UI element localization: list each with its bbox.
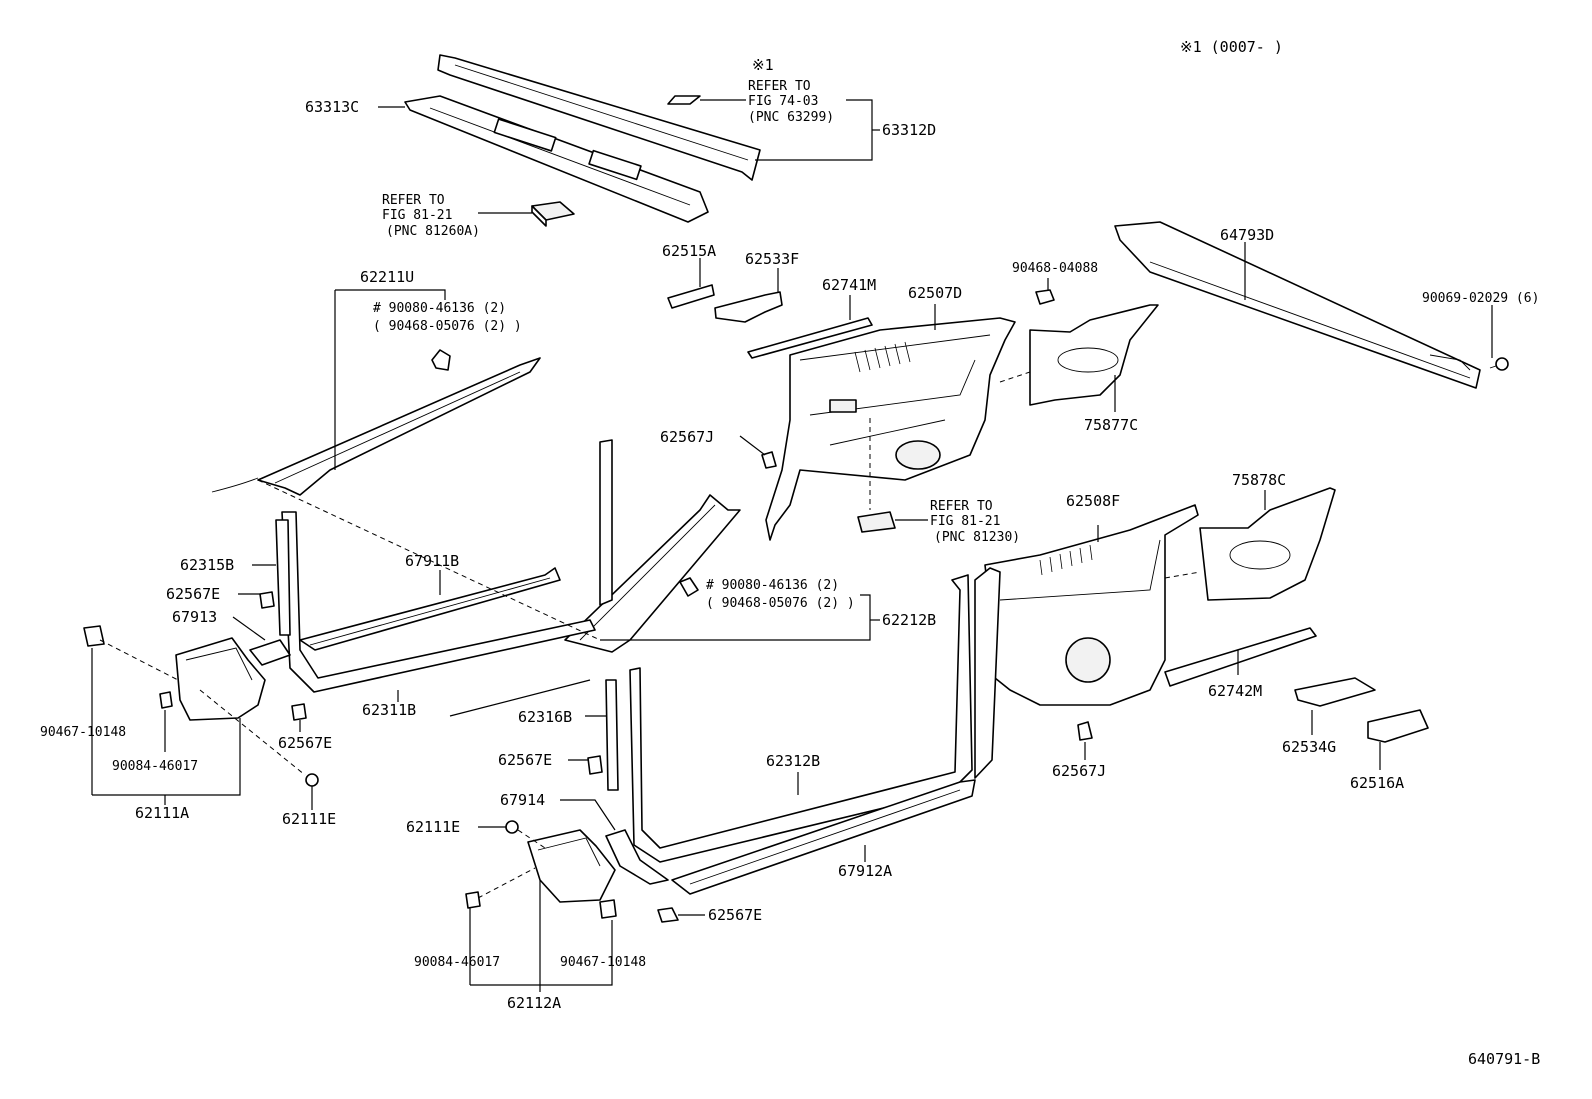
clip-62567e-b	[291, 703, 307, 721]
clip-62567e-d	[657, 907, 679, 923]
label-62212b-sub2: ( 90468-05076 (2) )	[706, 596, 855, 611]
refer-a-tag-shape	[667, 95, 746, 105]
label-62741m: 62741M	[822, 276, 876, 294]
label-62567j-upper: 62567J	[660, 428, 714, 446]
note-range: ※1 (0007- )	[1180, 38, 1283, 56]
label-90467-10148-b: 90467-10148	[560, 955, 646, 970]
refer-a-line1: REFER TO	[748, 79, 811, 94]
label-90467-10148-a: 90467-10148	[40, 725, 126, 740]
clip-62567j-lower	[1077, 721, 1093, 741]
bracket-62533f	[714, 291, 783, 323]
refer-a-line3: (PNC 63299)	[748, 110, 834, 125]
refer-c-line1: REFER TO	[930, 499, 993, 514]
label-62516a: 62516A	[1350, 774, 1404, 792]
clip-90468-04088	[1035, 289, 1055, 305]
refer-a-line2: FIG 74-03	[748, 94, 818, 109]
bracket-62534g	[1294, 677, 1376, 707]
clip-90467-10148-b	[599, 899, 617, 919]
front-pillar-62211u	[257, 349, 541, 496]
rail-64793d	[1114, 221, 1481, 389]
trim-67914	[605, 829, 669, 885]
weatherstrip-62312b	[629, 567, 1001, 863]
refer-b-line3: (PNC 81260A)	[386, 224, 480, 239]
roof-rail-63313c	[404, 95, 709, 223]
bracket-62516a	[1367, 709, 1429, 743]
label-62315b: 62315B	[180, 556, 234, 574]
label-63313c: 63313C	[305, 98, 359, 116]
label-67914: 67914	[500, 791, 545, 809]
figure-code: 640791-B	[1468, 1050, 1540, 1068]
trim-67913	[249, 639, 291, 666]
label-62312b: 62312B	[766, 752, 820, 770]
strip-62315b	[275, 519, 291, 636]
label-62111e-b: 62111E	[406, 818, 460, 836]
label-62534g: 62534G	[1282, 738, 1336, 756]
scuff-plate-67912a	[671, 779, 976, 895]
note-star: ※1	[752, 56, 774, 74]
label-67913: 67913	[172, 608, 217, 626]
label-62508f: 62508F	[1066, 492, 1120, 510]
clip-62567j-upper	[761, 451, 777, 469]
label-62567e-c: 62567E	[498, 751, 552, 769]
quarter-trim-62507d	[765, 317, 1016, 541]
scuff-plate-67911b	[299, 567, 561, 651]
label-90069-02029: 90069-02029 (6)	[1422, 291, 1539, 306]
label-62567e-a: 62567E	[166, 585, 220, 603]
screw-90069-02029	[1489, 357, 1509, 371]
label-62507d: 62507D	[908, 284, 962, 302]
refer-c-line3: (PNC 81230)	[934, 530, 1020, 545]
panel-75877c	[999, 304, 1159, 406]
label-62316b: 62316B	[518, 708, 572, 726]
clip-62567e-a	[259, 591, 275, 609]
strip-62742m	[1164, 627, 1317, 687]
label-62111a: 62111A	[135, 804, 189, 822]
label-67911b: 67911B	[405, 552, 459, 570]
label-62111e-a: 62111E	[282, 810, 336, 828]
label-62211u: 62211U	[360, 268, 414, 286]
label-64793d: 64793D	[1220, 226, 1274, 244]
strip-62316b	[605, 679, 619, 791]
label-67912a: 67912A	[838, 862, 892, 880]
clip-90084-46017-b	[465, 891, 481, 909]
label-62311b: 62311B	[362, 701, 416, 719]
label-63312d: 63312D	[882, 121, 936, 139]
weatherstrip-62311b	[281, 439, 613, 693]
label-62567e-d: 62567E	[708, 906, 762, 924]
refer-b-line1: REFER TO	[382, 193, 445, 208]
label-62212b: 62212B	[882, 611, 936, 629]
label-62211u-sub2: ( 90468-05076 (2) )	[373, 319, 522, 334]
cowl-trim-62112a	[527, 829, 616, 903]
courtesy-lamp-part	[857, 511, 928, 533]
bracket-62515a	[667, 284, 715, 309]
clip-62567e-c	[587, 755, 603, 775]
label-62212b-sub1: # 90080-46136 (2)	[706, 578, 839, 593]
label-62211u-sub1: # 90080-46136 (2)	[373, 301, 506, 316]
label-90084-46017-a: 90084-46017	[112, 759, 198, 774]
refer-b-line2: FIG 81-21	[382, 208, 452, 223]
roof-rail-63312d	[437, 54, 761, 181]
nut-62111e-b	[505, 820, 519, 834]
label-62742m: 62742M	[1208, 682, 1262, 700]
label-62112a: 62112A	[507, 994, 561, 1012]
label-75877c: 75877C	[1084, 416, 1138, 434]
label-75878c: 75878C	[1232, 471, 1286, 489]
label-90468-04088: 90468-04088	[1012, 261, 1098, 276]
clip-90467-10148-a	[83, 625, 105, 647]
label-62567j-lower: 62567J	[1052, 762, 1106, 780]
refer-c-line2: FIG 81-21	[930, 514, 1000, 529]
nut-62111e-a	[305, 773, 319, 787]
label-62515a: 62515A	[662, 242, 716, 260]
cowl-trim-62111a	[175, 637, 266, 721]
room-lamp-part	[478, 201, 575, 227]
clip-90084-46017-a	[159, 691, 173, 709]
label-62533f: 62533F	[745, 250, 799, 268]
label-62567e-b: 62567E	[278, 734, 332, 752]
label-90084-46017-b: 90084-46017	[414, 955, 500, 970]
strip-62741m	[747, 317, 873, 359]
center-pillar-62212b	[564, 494, 741, 653]
panel-75878c	[1199, 487, 1336, 601]
